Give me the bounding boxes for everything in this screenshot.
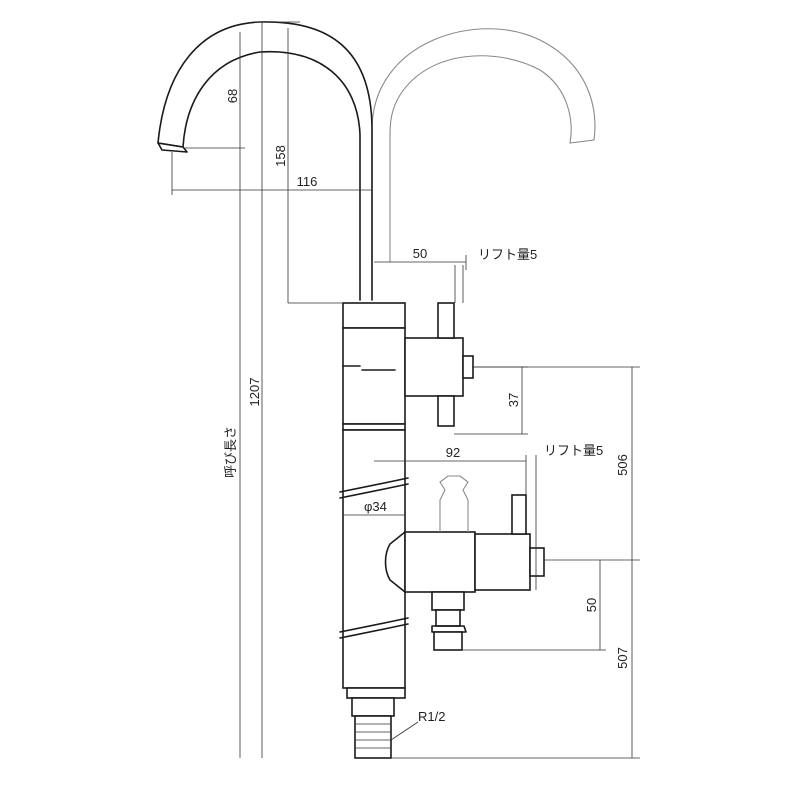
dim-nominal-length: 呼び長さ bbox=[223, 426, 238, 478]
dim-upper-lift: リフト量5 bbox=[478, 247, 537, 262]
dim-lower-lever-offset: 92 bbox=[446, 445, 460, 460]
dim-overall-height: 1207 bbox=[247, 378, 262, 407]
ghost-spout-outline bbox=[371, 28, 596, 262]
dim-outlet-spacing: 50 bbox=[584, 598, 599, 612]
lower-valve bbox=[384, 475, 545, 651]
main-spout bbox=[157, 21, 373, 301]
dim-upper-lever-offset: 50 bbox=[413, 246, 427, 261]
dim-thread-size: R1/2 bbox=[418, 709, 445, 724]
dimension-lines bbox=[171, 21, 640, 759]
dim-outlet-height-lower: 507 bbox=[615, 647, 630, 669]
upper-valve bbox=[404, 265, 474, 427]
dim-spout-reach: 116 bbox=[297, 174, 318, 189]
dim-outlet-height-upper: 506 bbox=[615, 454, 630, 476]
dim-lower-lift: リフト量5 bbox=[544, 443, 603, 458]
dim-spout-height: 158 bbox=[273, 145, 288, 167]
dim-body-diameter: φ34 bbox=[364, 499, 387, 514]
faucet-body bbox=[339, 302, 409, 759]
dim-lever-spacing: 37 bbox=[506, 393, 521, 407]
dim-spout-drop: 68 bbox=[225, 89, 240, 103]
dimension-labels: 68 158 116 50 リフト量5 37 92 リフト量5 φ34 506 … bbox=[223, 89, 630, 724]
